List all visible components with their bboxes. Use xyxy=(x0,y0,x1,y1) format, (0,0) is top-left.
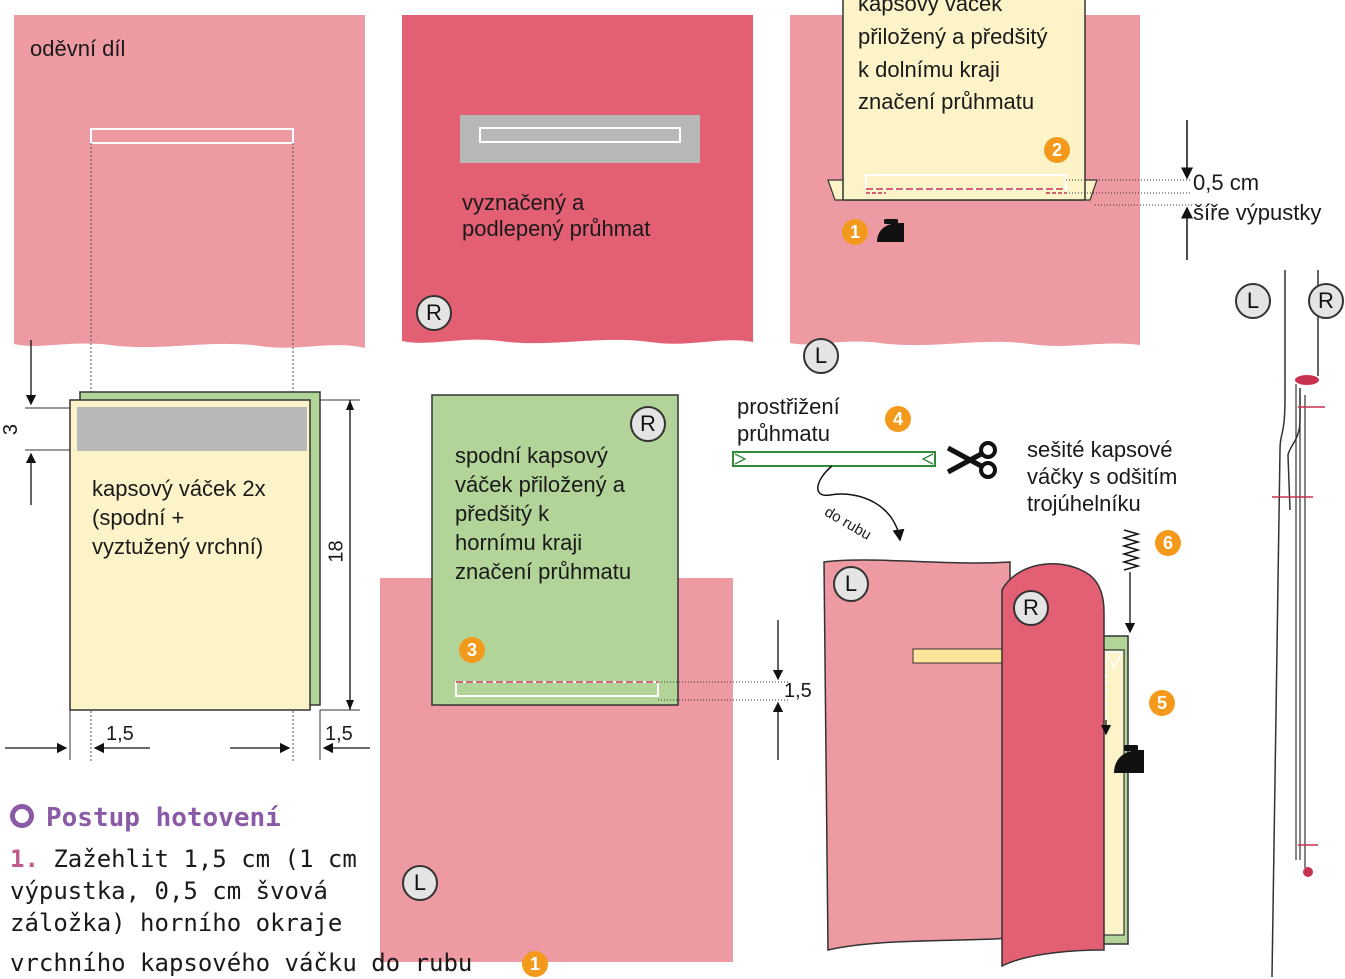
marker-left-side: L xyxy=(1235,283,1271,319)
instruction-line-3: záložka) horního okraje xyxy=(10,909,343,937)
assembly-front-panel xyxy=(1001,563,1105,968)
dimension-left-margin: 1,5 xyxy=(106,723,134,745)
opening-outline-1 xyxy=(90,128,294,144)
label-cut-opening-1: prostřižení xyxy=(737,394,840,419)
label-bottom-pocket-2: váček přiložený a xyxy=(455,472,625,497)
marker-left-side: L xyxy=(833,566,869,602)
bullet-icon xyxy=(10,803,34,828)
garment-panel-2 xyxy=(402,15,753,344)
marker-right-side: R xyxy=(416,295,452,331)
label-cut-opening-2: průhmatu xyxy=(737,421,830,446)
pocket-interfacing xyxy=(77,407,307,451)
label-top-pocket-4: značení průhmatu xyxy=(858,89,1035,114)
instruction-line-1: 1. Zažehlit 1,5 cm (1 cm xyxy=(10,844,357,875)
step-marker-3: 3 xyxy=(459,637,485,663)
label-bottom-pocket-4: hornímu kraji xyxy=(455,530,583,555)
fold-arrow xyxy=(817,465,905,542)
assembly-pocket-layer xyxy=(1101,649,1125,936)
cut-opening-strip xyxy=(732,451,936,467)
label-sewn-bags-3: trojúhelníku xyxy=(1027,491,1141,516)
label-bottom-pocket-3: předšitý k xyxy=(455,501,550,526)
label-top-pocket-1: kapsový váček xyxy=(858,0,1003,16)
dimension-seam-distance: 1,5 xyxy=(784,680,812,702)
label-top-pocket-3: k dolnímu kraji xyxy=(858,57,1000,82)
label-bottom-pocket-1: spodní kapsový xyxy=(455,443,608,468)
label-pocket-bag-2: (spodní + xyxy=(92,505,185,530)
section-heading: Postup hotovení xyxy=(10,803,281,833)
instruction-text: Zažehlit 1,5 cm (1 cm xyxy=(53,845,357,873)
marker-left-side: L xyxy=(402,865,438,901)
instruction-step-number: 1. xyxy=(10,845,39,873)
label-garment-piece: oděvní díl xyxy=(30,36,126,61)
label-sewn-bags-2: váčky s odšitím xyxy=(1027,464,1178,489)
step-marker-6: 6 xyxy=(1155,530,1181,556)
label-pocket-bag-1: kapsový váček 2x xyxy=(92,476,266,501)
interfacing-strip xyxy=(460,115,700,163)
garment-panel-1 xyxy=(14,15,365,348)
zigzag-stitch-icon xyxy=(1121,529,1141,571)
step-marker-4: 4 xyxy=(885,406,911,432)
step-marker-1: 1 xyxy=(842,219,868,245)
label-bottom-pocket-5: značení průhmatu xyxy=(455,559,632,584)
label-sewn-bags-1: sešité kapsové xyxy=(1027,437,1173,462)
marker-right-side: R xyxy=(1013,590,1049,626)
label-marked-opening-2: podlepený průhmat xyxy=(462,216,651,241)
marker-right-side: R xyxy=(630,406,666,442)
pocket-bag-front xyxy=(69,399,311,711)
dimension-pocket-height: 18 xyxy=(325,540,348,563)
marker-right-side: R xyxy=(1308,283,1344,319)
label-pocket-bag-3: vyztužený vrchní) xyxy=(92,534,264,559)
iron-icon xyxy=(877,219,904,242)
label-half-cm: 0,5 cm xyxy=(1193,170,1260,195)
step-marker-2: 2 xyxy=(1044,137,1070,163)
dimension-top-offset: 3 xyxy=(0,423,23,436)
assembly-back-panel xyxy=(823,559,1011,951)
iron-icon xyxy=(1114,745,1144,773)
cross-section-outer xyxy=(1271,270,1286,977)
marker-left-side: L xyxy=(803,338,839,374)
top-pocket-bag xyxy=(842,0,1086,201)
scissors-icon xyxy=(946,441,997,479)
label-marked-opening-1: vyznačený a xyxy=(462,190,585,215)
instruction-line-2: výpustka, 0,5 cm švová xyxy=(10,877,328,905)
step-marker-5: 5 xyxy=(1149,690,1175,716)
label-allowance-width: šíře výpustky xyxy=(1193,200,1322,225)
section-title: Postup hotovení xyxy=(46,803,281,833)
opening-outline-2 xyxy=(479,127,681,143)
label-top-pocket-2: přiložený a předšitý xyxy=(858,24,1048,49)
dimension-right-margin: 1,5 xyxy=(325,723,353,745)
instruction-line-4: vrchního kapsového váčku do rubu xyxy=(10,949,473,977)
step-marker-inline-1: 1 xyxy=(522,951,548,977)
